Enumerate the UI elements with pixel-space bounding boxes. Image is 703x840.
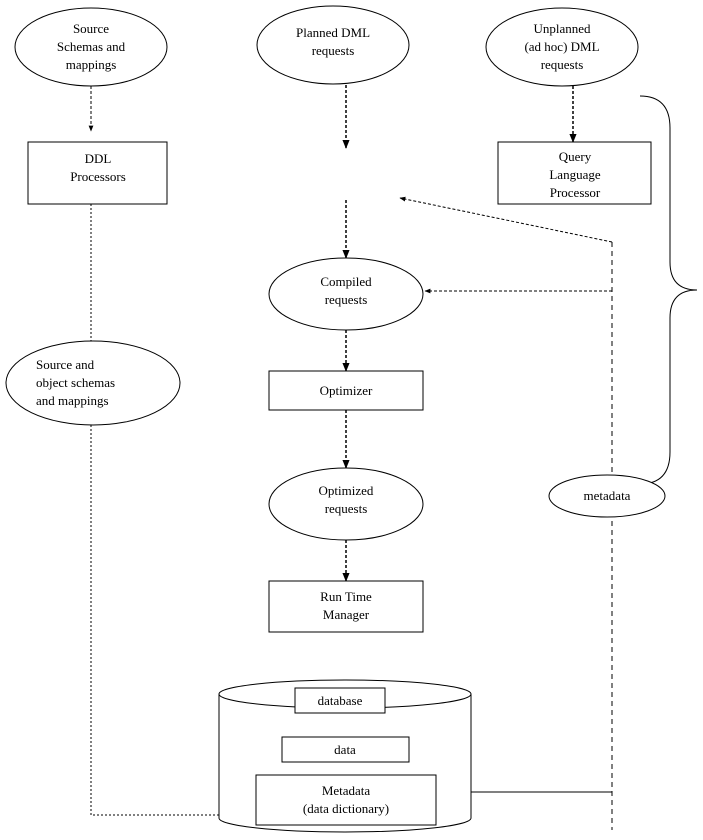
label-line: requests bbox=[325, 292, 368, 307]
planned-dml-label: Planned DML requests bbox=[296, 25, 370, 58]
label-line: requests bbox=[325, 501, 368, 516]
label-line: Optimized bbox=[319, 483, 374, 498]
nodes bbox=[5, 5, 666, 826]
data-box bbox=[281, 736, 410, 763]
label-line: metadata bbox=[584, 488, 631, 503]
label-line: and mappings bbox=[36, 393, 109, 408]
label-line: requests bbox=[541, 57, 584, 72]
label-line: requests bbox=[312, 43, 355, 58]
ddl-processors-node bbox=[27, 141, 168, 205]
metadata-label: metadata bbox=[584, 488, 631, 503]
label-line: (ad hoc) DML bbox=[524, 39, 599, 54]
label-line: Processors bbox=[70, 169, 126, 184]
unplanned-dml-node bbox=[485, 7, 639, 87]
label-line: Source bbox=[73, 21, 109, 36]
edges bbox=[88, 85, 698, 830]
edge-bus-to-dml-processor bbox=[399, 196, 613, 243]
optimizer-node bbox=[268, 370, 424, 411]
label-line: Unplanned bbox=[533, 21, 591, 36]
label-line: DDL bbox=[85, 151, 112, 166]
planned-dml-node bbox=[256, 5, 410, 85]
label-line: data bbox=[334, 742, 356, 757]
edge-source-object-to-dictionary bbox=[90, 425, 247, 818]
optimizer-label: Optimizer bbox=[320, 383, 373, 398]
label-line: Planned DML bbox=[296, 25, 370, 40]
metadata-brace bbox=[639, 95, 698, 485]
label-line: Query bbox=[559, 149, 592, 164]
source-schemas-node bbox=[14, 7, 168, 87]
source-object-schemas-label: Source and object schemas and mappings bbox=[36, 357, 115, 408]
database-box bbox=[294, 687, 386, 714]
query-processor-node bbox=[497, 141, 652, 205]
data-label: data bbox=[334, 742, 356, 757]
label-line: (data dictionary) bbox=[303, 801, 389, 816]
metadata-dictionary-box bbox=[255, 774, 437, 826]
optimized-requests-label: Optimized requests bbox=[319, 483, 374, 516]
compiled-requests-label: Compiled requests bbox=[320, 274, 372, 307]
label-line: mappings bbox=[66, 57, 117, 72]
metadata-node bbox=[548, 474, 666, 518]
source-object-schemas-node bbox=[5, 340, 181, 426]
database-label: database bbox=[318, 693, 363, 708]
label-line: Run Time bbox=[320, 589, 372, 604]
label-line: Source and bbox=[36, 357, 95, 372]
label-line: Processor bbox=[550, 185, 601, 200]
optimized-requests-node bbox=[268, 467, 424, 541]
label-line: Compiled bbox=[320, 274, 372, 289]
label-line: Language bbox=[549, 167, 600, 182]
compiled-requests-node bbox=[268, 257, 424, 331]
run-time-manager-node bbox=[268, 580, 424, 633]
label-line: Metadata bbox=[322, 783, 371, 798]
label-line: Schemas and bbox=[57, 39, 126, 54]
label-line: database bbox=[318, 693, 363, 708]
label-line: object schemas bbox=[36, 375, 115, 390]
metadata-dictionary-label: Metadata (data dictionary) bbox=[303, 783, 389, 816]
label-line: Manager bbox=[323, 607, 370, 622]
label-line: Optimizer bbox=[320, 383, 373, 398]
unplanned-dml-label: Unplanned (ad hoc) DML requests bbox=[524, 21, 599, 72]
ddl-processors-label: DDL Processors bbox=[70, 151, 126, 184]
